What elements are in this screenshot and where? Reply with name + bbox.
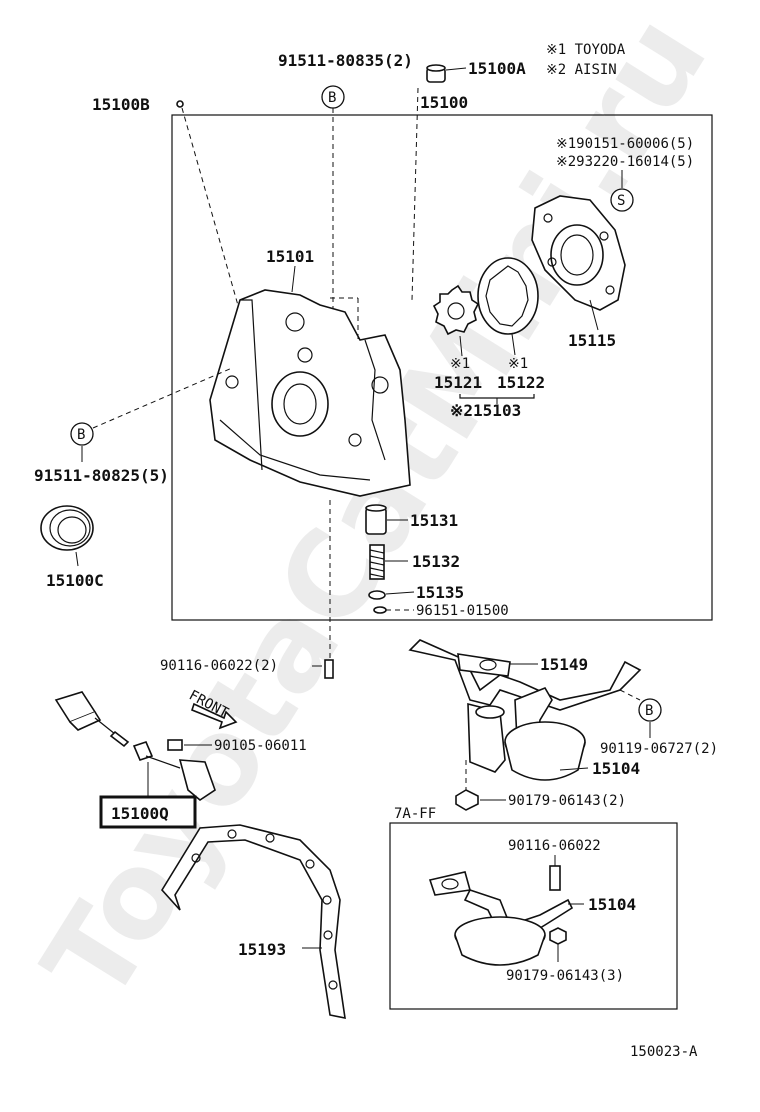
label-15100q[interactable]: 15100Q [111,804,169,823]
label-7a-ff: 7A-FF [394,806,436,822]
label-93220-16014[interactable]: ※293220-16014(5) [556,154,694,170]
label-15100b[interactable]: 15100B [92,95,150,114]
part-96151-snap-ring[interactable] [373,606,387,614]
label-15131[interactable]: 15131 [410,511,458,530]
label-15115[interactable]: 15115 [568,331,616,350]
label-90116-06022-2[interactable]: 90116-06022(2) [160,658,278,674]
callout-b-right: B [638,698,662,722]
label-15101[interactable]: 15101 [266,247,314,266]
part-90116-stud-box[interactable] [549,865,561,891]
label-15193[interactable]: 15193 [238,940,286,959]
label-15100[interactable]: 15100 [420,93,468,112]
label-96151-01500[interactable]: 96151-01500 [416,603,509,619]
part-15132-spring[interactable] [369,544,385,580]
label-90179-06143-2[interactable]: 90179-06143(2) [508,793,626,809]
label-15103[interactable]: ※215103 [450,401,521,420]
part-15101-pump-body[interactable] [209,289,411,497]
part-15131-relief-valve[interactable] [365,504,387,535]
callout-b-right-letter: B [645,703,653,719]
callout-b-left-letter: B [77,427,85,443]
part-sensor-probe[interactable] [132,741,216,801]
part-15104-strainer-box[interactable] [428,871,574,966]
part-15104-oil-strainer[interactable] [467,687,586,781]
part-15100a-plug[interactable] [426,64,446,83]
label-90179-06143-3[interactable]: 90179-06143(3) [506,968,624,984]
label-15121[interactable]: 15121 [434,373,482,392]
part-15121-inner-rotor[interactable] [432,284,480,336]
part-15135-retainer[interactable] [368,590,386,600]
label-90105-06011[interactable]: 90105-06011 [214,738,307,754]
label-15100a[interactable]: 15100A [468,59,526,78]
variant-7a-ff-frame [389,822,678,1010]
note-aisin: ※2 AISIN [546,62,617,78]
highlight-15100q [99,795,197,829]
part-15115-pump-cover[interactable] [531,195,626,311]
label-15104-box[interactable]: 15104 [588,895,636,914]
callout-b-top: B [321,85,345,109]
label-15100c[interactable]: 15100C [46,571,104,590]
diagram-code: 150023-A [630,1044,698,1060]
mark-15122: ※1 [508,356,528,372]
part-15149-oil-strainer-stay[interactable] [408,639,642,711]
label-15122[interactable]: 15122 [497,373,545,392]
label-91511-80825[interactable]: 91511-80825(5) [34,466,169,485]
label-90119-06727[interactable]: 90119-06727(2) [600,741,718,757]
part-90179-nut-box[interactable] [549,927,567,945]
part-15100c-oil-seal[interactable] [40,505,94,551]
part-90179-nut[interactable] [455,789,479,811]
label-90116-06022-box[interactable]: 90116-06022 [508,838,601,854]
part-oil-level-sensor-connector[interactable] [54,691,130,748]
front-arrow-icon [191,702,238,730]
part-15193-gasket[interactable] [161,824,346,1020]
mark-15121: ※1 [450,356,470,372]
callout-b-top-letter: B [328,90,336,106]
callout-s-letter: S [617,193,625,209]
label-15104-main[interactable]: 15104 [592,759,640,778]
part-15122-outer-rotor[interactable] [477,257,539,335]
label-90151-60006[interactable]: ※190151-60006(5) [556,136,694,152]
note-toyoda: ※1 TOYODA [546,42,626,58]
part-90116-stud[interactable] [324,659,334,679]
label-15132[interactable]: 15132 [412,552,460,571]
callout-s: S [610,188,634,212]
part-90105-bolt[interactable] [167,739,183,751]
label-91511-80835[interactable]: 91511-80835(2) [278,51,413,70]
label-15135[interactable]: 15135 [416,583,464,602]
label-15149[interactable]: 15149 [540,655,588,674]
callout-b-left: B [70,422,94,446]
oil-pump-assembly-frame [171,114,713,621]
